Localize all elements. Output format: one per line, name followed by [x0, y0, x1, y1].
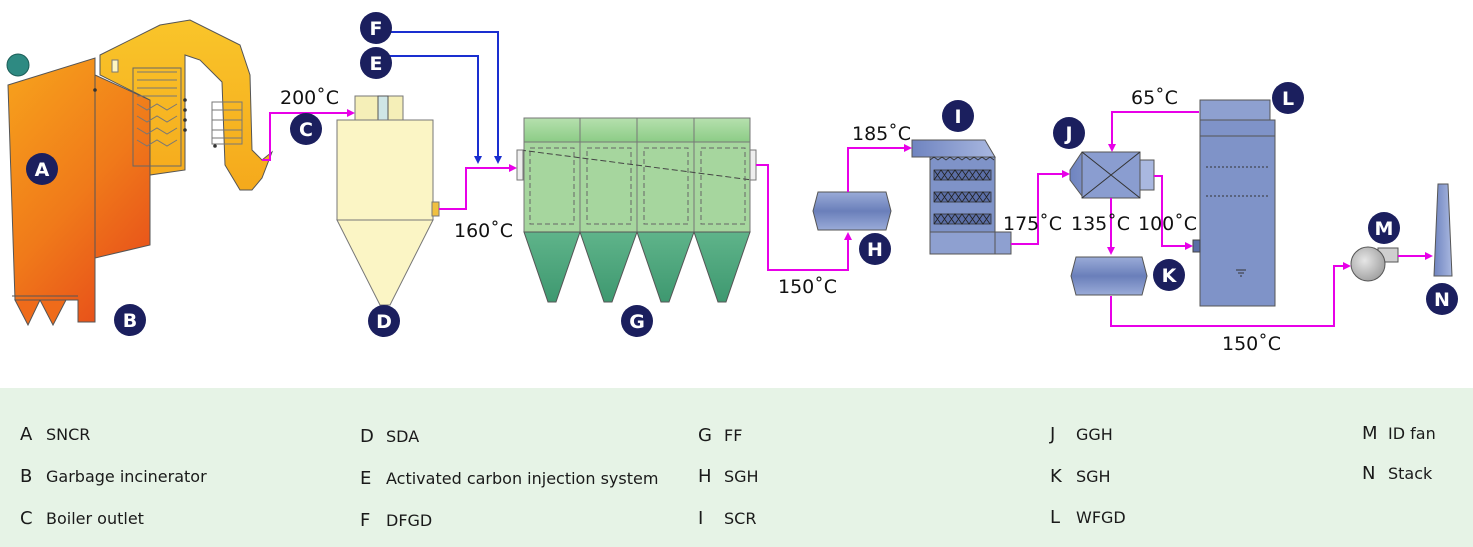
- fabric-filter: [516, 117, 757, 303]
- legend-item-f: F DFGD: [360, 510, 432, 531]
- label-a: A: [26, 153, 58, 185]
- legend-item-d: D SDA: [360, 426, 419, 447]
- label-n: N: [1426, 283, 1458, 315]
- svg-text:D: D: [376, 311, 392, 333]
- ggh-unit: [1069, 151, 1155, 199]
- temp-ff-outlet: 150˚C: [778, 276, 837, 298]
- temp-to-fan: 150˚C: [1222, 333, 1281, 355]
- legend-text: SDA: [386, 427, 420, 446]
- legend-item-j: J GGH: [1050, 424, 1113, 445]
- svg-text:H: H: [867, 239, 883, 261]
- label-l: L: [1272, 82, 1304, 114]
- legend-key: K: [1050, 466, 1062, 487]
- legend-item-a: A SNCR: [20, 424, 90, 445]
- legend-key: J: [1050, 424, 1056, 445]
- legend-key: N: [1362, 463, 1376, 484]
- label-i: I: [942, 100, 974, 132]
- legend-text: SCR: [724, 509, 757, 528]
- svg-text:K: K: [1162, 265, 1178, 287]
- legend-text: FF: [724, 426, 743, 445]
- temp-stack-return: 65˚C: [1131, 87, 1178, 109]
- legend-key: D: [360, 426, 374, 447]
- sda-tower: [336, 95, 440, 306]
- legend-text: Garbage incinerator: [46, 467, 207, 486]
- legend-key: L: [1050, 507, 1061, 528]
- legend-text: Boiler outlet: [46, 509, 144, 528]
- flue-gas-lines: [262, 109, 1433, 327]
- legend-item-n: N Stack: [1362, 463, 1432, 484]
- legend-text: ID fan: [1388, 424, 1436, 443]
- svg-text:G: G: [629, 311, 645, 333]
- temp-ggh-mid: 135˚C: [1071, 213, 1130, 235]
- label-h: H: [859, 233, 891, 265]
- temp-boiler-outlet: 200˚C: [280, 87, 339, 109]
- legend-item-h: H SGH: [698, 466, 759, 487]
- wfgd-tower: [1192, 99, 1276, 307]
- legend-text: DFGD: [386, 511, 433, 530]
- legend-key: H: [698, 466, 712, 487]
- legend-text: SGH: [1076, 467, 1111, 486]
- legend-key: F: [360, 510, 371, 531]
- legend-item-l: L WFGD: [1050, 507, 1126, 528]
- legend-panel: A SNCR B Garbage incinerator C Boiler outle…: [0, 388, 1473, 547]
- legend-text: Activated carbon injection system: [386, 469, 659, 488]
- legend-key: A: [20, 424, 33, 445]
- svg-text:A: A: [35, 159, 50, 181]
- svg-text:M: M: [1375, 218, 1394, 240]
- temp-scr-inlet: 185˚C: [852, 123, 911, 145]
- legend-item-m: M ID fan: [1362, 423, 1436, 444]
- label-g: G: [621, 305, 653, 337]
- sgh-h-unit: [812, 191, 892, 231]
- id-fan: [1350, 246, 1399, 282]
- process-flow-diagram: 200˚C 160˚C 150˚C 185˚C 175˚C 65˚C 135˚C…: [6, 12, 1458, 355]
- label-b: B: [114, 304, 146, 336]
- temp-sda-outlet: 160˚C: [454, 220, 513, 242]
- boiler: [93, 19, 274, 191]
- svg-text:E: E: [370, 53, 383, 75]
- svg-text:F: F: [370, 18, 383, 40]
- legend-key: M: [1362, 423, 1378, 444]
- svg-text:N: N: [1434, 289, 1450, 311]
- component-labels: A B C D E F G H I J K L M N: [26, 12, 1458, 337]
- injection-lines: [388, 31, 502, 164]
- legend-key: I: [698, 508, 704, 529]
- legend-key: C: [20, 508, 33, 529]
- stack: [1433, 183, 1453, 277]
- legend-item-c: C Boiler outlet: [20, 508, 144, 529]
- legend-item-k: K SGH: [1050, 466, 1111, 487]
- sgh-k-unit: [1070, 256, 1148, 296]
- legend-text: WFGD: [1076, 508, 1126, 527]
- svg-text:C: C: [299, 119, 313, 141]
- legend-key: B: [20, 466, 33, 487]
- svg-text:L: L: [1282, 88, 1294, 110]
- legend-item-g: G FF: [698, 425, 742, 446]
- legend-item-e: E Activated carbon injection system: [360, 468, 658, 489]
- legend-key: E: [360, 468, 372, 489]
- svg-text:I: I: [954, 106, 961, 128]
- label-j: J: [1053, 117, 1085, 149]
- label-f: F: [360, 12, 392, 44]
- label-k: K: [1153, 259, 1185, 291]
- temp-scr-outlet: 175˚C: [1003, 213, 1062, 235]
- scr-reactor: [911, 139, 1012, 255]
- svg-text:J: J: [1063, 123, 1072, 145]
- label-e: E: [360, 47, 392, 79]
- legend-text: GGH: [1076, 425, 1113, 444]
- legend-text: SGH: [724, 467, 759, 486]
- temperature-labels: 200˚C 160˚C 150˚C 185˚C 175˚C 65˚C 135˚C…: [280, 87, 1281, 355]
- label-c: C: [290, 113, 322, 145]
- legend-text: Stack: [1388, 464, 1433, 483]
- legend-key: G: [698, 425, 712, 446]
- label-m: M: [1368, 212, 1400, 244]
- svg-text:B: B: [123, 310, 137, 332]
- legend-item-i: I SCR: [698, 508, 756, 529]
- legend-text: SNCR: [46, 425, 91, 444]
- temp-wfgd-inlet: 100˚C: [1138, 213, 1197, 235]
- garbage-incinerator: [6, 53, 151, 327]
- legend-item-b: B Garbage incinerator: [20, 466, 207, 487]
- label-d: D: [368, 305, 400, 337]
